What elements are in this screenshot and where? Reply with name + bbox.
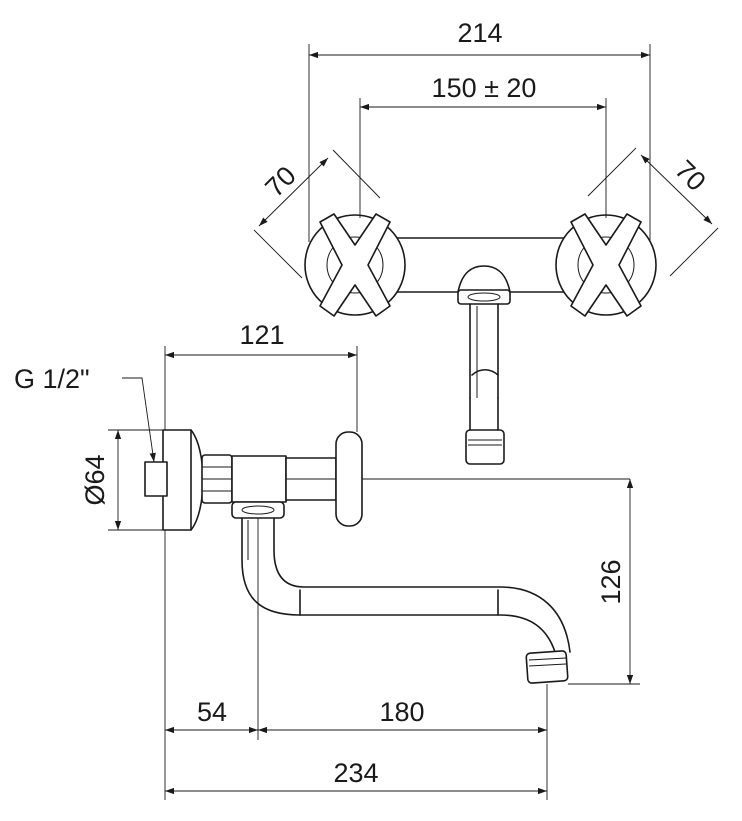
spout-joints — [299, 589, 499, 616]
dimension-54-180: 54 180 — [164, 518, 548, 800]
left-handle-hub — [326, 236, 384, 294]
dimension-64: Ø64 — [80, 429, 163, 531]
spout-lower — [469, 397, 499, 431]
right-handle — [555, 213, 657, 317]
swivel-dome — [457, 265, 511, 293]
spout-curve-line — [471, 368, 499, 376]
dimension-121-label: 121 — [239, 320, 284, 350]
side-swivel-detail — [241, 505, 275, 515]
inlet-thread-stub — [144, 461, 168, 497]
left-handle — [304, 213, 406, 317]
right-handle-hub — [577, 236, 635, 294]
dimension-234: 234 — [165, 758, 547, 795]
side-swivel-nut — [231, 501, 285, 519]
thread-callout: G 1/2" — [14, 364, 156, 463]
dimension-70-right-label: 70 — [669, 154, 711, 196]
aerator-side-ridges — [528, 657, 567, 667]
thread-leader — [122, 377, 156, 463]
right-handle-cross — [570, 213, 642, 317]
dimension-234-label: 234 — [333, 758, 378, 788]
dimension-180-label: 180 — [379, 697, 424, 727]
left-handle-cross — [319, 213, 391, 317]
aerator-front-ridges — [468, 439, 502, 446]
dimension-150-label: 150 ± 20 — [432, 73, 537, 103]
spout-vertical — [469, 303, 499, 399]
aerator-front — [465, 429, 505, 465]
valve-body — [231, 455, 287, 503]
dimension-64-label: Ø64 — [80, 454, 110, 505]
hex-nut-facets — [202, 466, 232, 492]
side-view — [144, 429, 630, 684]
dimension-121: 121 — [164, 320, 358, 432]
swivel-nut-detail — [467, 292, 501, 302]
aerator-side — [525, 650, 569, 684]
dimension-54-label: 54 — [197, 697, 227, 727]
dimension-126: 126 — [568, 479, 640, 685]
spout-tube-inner — [273, 517, 571, 653]
dimension-214-label: 214 — [457, 18, 502, 48]
front-view — [304, 213, 657, 465]
thread-callout-label: G 1/2" — [14, 364, 90, 394]
swivel-nut — [457, 289, 511, 305]
dimension-126-label: 126 — [596, 559, 626, 604]
side-handle — [335, 431, 363, 527]
dimension-150: 150 ± 20 — [359, 73, 607, 218]
dimension-70-left-label: 70 — [259, 160, 301, 202]
